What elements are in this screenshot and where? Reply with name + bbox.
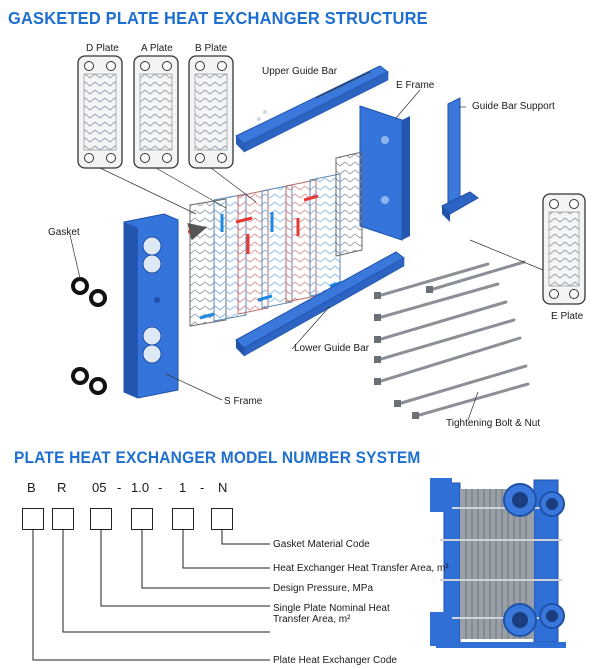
model-system-title: PLATE HEAT EXCHANGER MODEL NUMBER SYSTEM	[14, 449, 421, 467]
tightening-bolts-drawing	[376, 260, 530, 418]
code-box-2	[52, 508, 74, 530]
assembled-exchanger-photo	[430, 478, 566, 648]
b-plate-label: B Plate	[195, 43, 228, 54]
code-box-6	[211, 508, 233, 530]
lower-guide-bar-drawing	[235, 251, 405, 357]
plate-pack-drawing	[187, 151, 363, 327]
desc-model-code: Plate Heat Exchanger Code	[273, 655, 397, 666]
e-plate-label: E Plate	[551, 311, 584, 322]
d-plate-label: D Plate	[86, 43, 119, 54]
code-part-pressure: 05	[92, 480, 107, 495]
upper-guide-bar-drawing	[235, 65, 389, 153]
e-frame-drawing	[359, 105, 410, 241]
desc-design-pressure: Design Pressure, MPa	[273, 583, 374, 594]
upper-guide-bar-label: Upper Guide Bar	[262, 66, 338, 77]
tightening-bolt-nut-label: Tightening Bolt & Nut	[446, 418, 541, 429]
code-box-5	[172, 508, 194, 530]
a-plate-drawing	[133, 55, 179, 169]
desc-nominal-area-line2: Transfer Area, m²	[273, 614, 351, 625]
desc-gasket-material: Gasket Material Code	[273, 539, 370, 550]
gasket-rings-drawing	[71, 277, 107, 395]
code-box-1	[22, 508, 44, 530]
structure-title: GASKETED PLATE HEAT EXCHANGER STRUCTURE	[8, 8, 428, 28]
code-part-area: 1.0	[131, 480, 150, 495]
b-plate-drawing	[188, 55, 234, 169]
gasket-label: Gasket	[48, 227, 80, 238]
s-frame-drawing	[123, 213, 179, 399]
guide-bar-support-label: Guide Bar Support	[472, 101, 555, 112]
structure-leader-lines	[69, 71, 544, 421]
code-separator-1: -	[117, 480, 122, 495]
lower-guide-bar-label: Lower Guide Bar	[294, 343, 370, 354]
code-separator-2: -	[158, 480, 163, 495]
guide-bar-support-drawing	[441, 97, 479, 222]
e-frame-label: E Frame	[396, 80, 435, 91]
desc-transfer-area: Heat Exchanger Heat Transfer Area, m²	[273, 563, 449, 574]
desc-nominal-area-line1: Single Plate Nominal Heat	[273, 603, 390, 614]
code-box-4	[131, 508, 153, 530]
code-part-gasket: N	[218, 480, 228, 495]
model-code-leader-lines	[32, 530, 270, 661]
d-plate-drawing	[77, 55, 123, 169]
s-frame-label: S Frame	[224, 396, 263, 407]
code-separator-3: -	[200, 480, 205, 495]
code-part-transfer: 1	[179, 480, 187, 495]
code-part-r: R	[57, 480, 67, 495]
code-part-b: B	[27, 480, 36, 495]
code-box-3	[90, 508, 112, 530]
a-plate-label: A Plate	[141, 43, 173, 54]
e-plate-drawing	[542, 193, 586, 305]
